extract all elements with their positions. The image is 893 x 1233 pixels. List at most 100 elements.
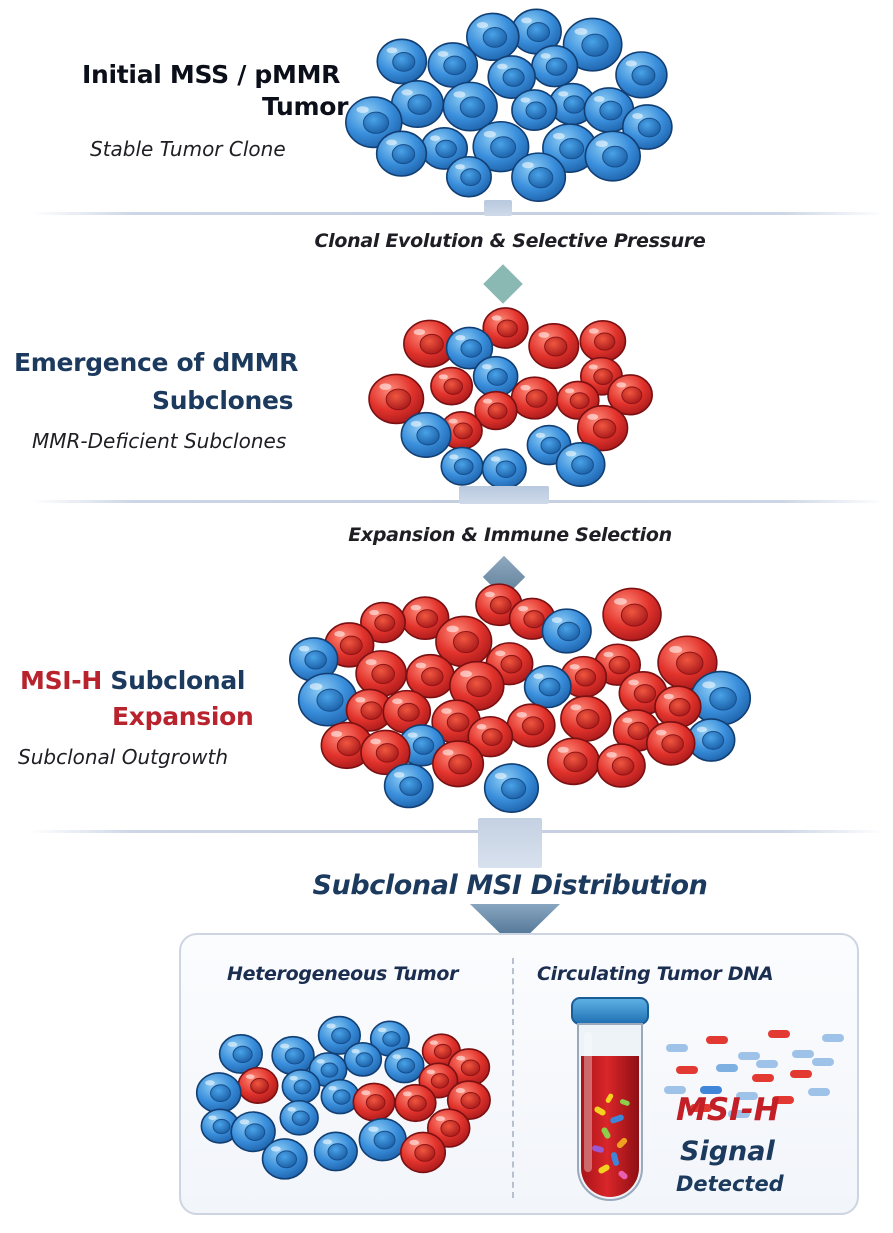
blue-cell — [483, 763, 540, 813]
red-cell — [528, 322, 580, 370]
red-cell — [596, 743, 646, 788]
red-cell — [431, 699, 481, 745]
distribution-title: Subclonal MSI Distribution — [312, 870, 708, 901]
blue-cell — [375, 130, 428, 177]
blue-cell — [487, 55, 536, 99]
red-cell — [403, 319, 457, 368]
stage3-title-line2: Expansion — [112, 702, 254, 731]
panel-divider — [512, 958, 514, 1198]
blue-cell — [445, 326, 494, 370]
transition-diamond-2 — [482, 555, 526, 599]
blue-cell — [398, 724, 446, 767]
stage1-title-line1: Initial MSS / pMMR — [82, 60, 341, 89]
separator-2 — [30, 500, 885, 503]
panel-left-title: Heterogeneous Tumor — [227, 963, 459, 985]
blue-cell — [289, 637, 339, 682]
stage1-subtitle: Stable Tumor Clone — [90, 137, 286, 161]
red-cell — [400, 596, 450, 641]
separator-1 — [30, 212, 885, 215]
blue-cell — [466, 12, 520, 62]
stage2-title-line1: Emergence of dMMR — [14, 348, 299, 377]
red-cell — [657, 635, 718, 690]
blue-cell — [542, 123, 598, 173]
red-cell — [612, 709, 661, 752]
blue-cell — [687, 718, 736, 762]
red-cell — [368, 373, 425, 425]
red-cell — [355, 650, 408, 697]
red-cell — [405, 653, 455, 699]
red-cell — [508, 597, 556, 640]
red-cell — [556, 380, 600, 420]
transition-label-2: Expansion & Immune Selection — [348, 524, 672, 546]
red-cell — [382, 689, 432, 734]
blue-cell — [383, 763, 434, 809]
stage3-title-subclonal: Subclonal — [101, 666, 246, 695]
red-cell — [510, 376, 559, 420]
panel-right-title: Circulating Tumor DNA — [537, 963, 774, 985]
blue-cell — [445, 155, 492, 198]
blue-cell — [690, 670, 752, 726]
blue-cell — [376, 38, 428, 85]
test-tube-icon — [571, 997, 649, 1201]
blue-cell — [297, 672, 358, 727]
blue-cell — [548, 82, 596, 126]
signal-line3: Detected — [676, 1172, 784, 1196]
red-cell — [654, 685, 702, 729]
blue-cell — [523, 664, 572, 709]
red-cell — [485, 642, 534, 686]
blue-cell — [511, 89, 558, 131]
stage3-title-msih: MSI-H — [20, 666, 102, 695]
stage2-subtitle: MMR-Deficient Subclones — [32, 429, 287, 453]
red-cell — [345, 688, 394, 732]
blue-cell — [390, 79, 445, 129]
transition-diamond-1 — [483, 264, 523, 304]
red-cell — [474, 390, 518, 431]
connector-1 — [484, 200, 512, 216]
red-cell — [482, 307, 529, 349]
blue-cell — [511, 152, 567, 203]
red-cell — [645, 721, 696, 766]
blue-cell — [440, 446, 484, 486]
red-cell — [618, 670, 668, 716]
red-cell — [320, 721, 374, 770]
blue-cell — [622, 104, 673, 150]
stage3-subtitle: Subclonal Outgrowth — [18, 745, 228, 769]
blue-cell — [472, 120, 530, 173]
stage2-title-line2: Subclones — [152, 386, 294, 415]
red-cell — [607, 374, 653, 416]
signal-line1: MSI-H — [676, 1092, 780, 1128]
blue-cell — [584, 130, 642, 182]
blue-cell — [615, 51, 668, 99]
signal-line2: Signal — [680, 1136, 775, 1167]
blue-cell — [562, 17, 623, 72]
connector-2 — [459, 486, 549, 504]
red-cell — [579, 356, 623, 396]
red-cell — [430, 366, 474, 406]
blue-cell — [442, 81, 498, 132]
transition-label-1: Clonal Evolution & Selective Pressure — [314, 230, 706, 252]
red-cell — [560, 695, 612, 742]
blue-cell — [427, 42, 479, 88]
red-cell — [579, 320, 627, 363]
red-cell — [324, 622, 375, 668]
connector-3 — [478, 818, 542, 868]
red-cell — [360, 601, 406, 644]
red-cell — [594, 643, 642, 686]
blue-cell — [481, 448, 527, 490]
red-cell — [576, 404, 629, 452]
separator-3 — [30, 830, 885, 833]
blue-cell — [526, 424, 572, 466]
stage1-title-line2: Tumor — [262, 92, 349, 121]
distribution-arrow-icon — [470, 904, 560, 948]
red-cell — [560, 655, 608, 699]
red-cell — [360, 729, 411, 776]
red-cell — [432, 740, 485, 788]
blue-cell — [400, 411, 452, 458]
red-cell — [506, 703, 556, 748]
blue-cell — [345, 96, 403, 149]
red-cell — [467, 715, 514, 758]
blue-cell — [531, 44, 579, 88]
stage3-title-line1: MSI-H Subclonal — [20, 664, 246, 698]
blue-cell — [472, 355, 519, 398]
red-cell — [435, 615, 493, 668]
